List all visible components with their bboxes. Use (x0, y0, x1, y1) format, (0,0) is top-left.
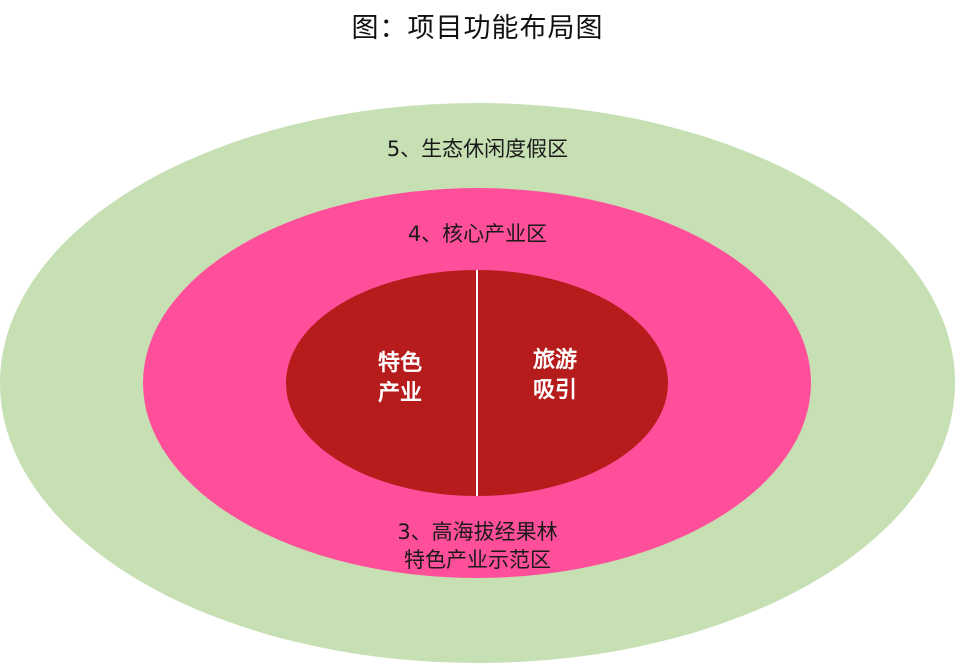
core-left-label: 特色 产业 (355, 349, 445, 409)
zone-3-label: 3、高海拔经果林 特色产业示范区 (0, 518, 955, 574)
core-right-label: 旅游 吸引 (510, 346, 600, 406)
zone-5-label: 5、生态休闲度假区 (386, 137, 569, 161)
diagram-title: 图：项目功能布局图 (351, 13, 604, 44)
zone-3-label-line2: 特色产业示范区 (404, 548, 551, 572)
core-right-line1: 旅游 (532, 348, 577, 373)
zone-4-label: 4、核心产业区 (407, 222, 548, 246)
core-left-line1: 特色 (377, 351, 422, 376)
zone-3-label-line1: 3、高海拔经果林 (397, 520, 558, 544)
core-right-line2: 吸引 (532, 378, 577, 403)
core-divider-line (476, 270, 478, 496)
core-left-line2: 产业 (377, 381, 422, 406)
